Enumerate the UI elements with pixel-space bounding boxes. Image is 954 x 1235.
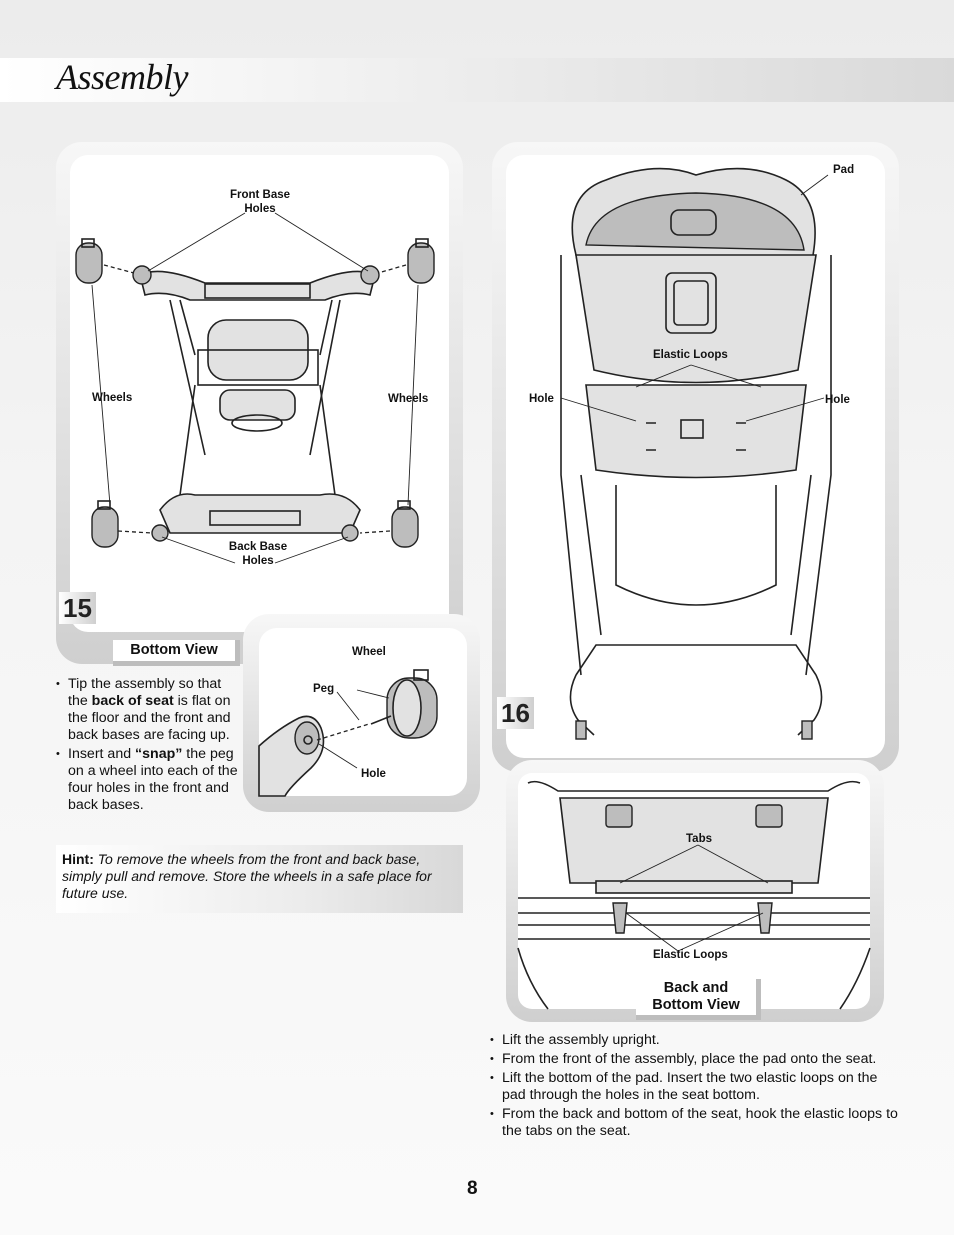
step15-number: 15 <box>59 592 96 624</box>
step15-bullet-2: Insert and “snap” the peg on a wheel int… <box>56 746 242 814</box>
pad-label: Pad <box>833 164 855 176</box>
header-band <box>0 58 954 102</box>
page-title: Assembly <box>56 57 188 97</box>
hole-left-label: Hole <box>529 393 554 405</box>
elastic-loops-label: Elastic Loops <box>653 349 728 361</box>
front-base-holes-label: Front Base Holes <box>229 189 291 215</box>
step16-bullet-1: Lift the assembly upright. <box>490 1032 900 1049</box>
hole-label: Hole <box>361 768 386 780</box>
bottom-elastic-loops-label: Elastic Loops <box>653 949 728 961</box>
wheels-right-label: Wheels <box>388 393 429 405</box>
step16-bullet-4: From the back and bottom of the seat, ho… <box>490 1106 900 1140</box>
step15-instructions: Tip the assembly so that the back of sea… <box>56 676 242 816</box>
step16-number: 16 <box>497 697 534 729</box>
tabs-label: Tabs <box>686 833 712 845</box>
wheels-left-label: Wheels <box>92 392 133 404</box>
step15-bullet-1: Tip the assembly so that the back of sea… <box>56 676 242 744</box>
step16-instructions: Lift the assembly upright. From the fron… <box>490 1032 900 1142</box>
bottom-view-label: Bottom View <box>113 640 240 666</box>
wheel-detail-illustration <box>258 669 438 797</box>
step16-bullet-2: From the front of the assembly, place th… <box>490 1051 900 1068</box>
peg-label: Peg <box>313 683 335 695</box>
hint-box: Hint: To remove the wheels from the fron… <box>56 845 463 913</box>
hint-label: Hint: <box>62 851 94 867</box>
back-bottom-view-illustration <box>517 780 871 1010</box>
hint-text: To remove the wheels from the front and … <box>62 851 432 901</box>
wheel-label: Wheel <box>352 646 386 658</box>
page-number: 8 <box>467 1178 478 1199</box>
back-and-bottom-view-label: Back and Bottom View <box>636 979 761 1020</box>
back-base-holes-label: Back Base Holes <box>228 541 288 567</box>
hole-right-label: Hole <box>825 394 850 406</box>
step16-illustration <box>560 167 832 740</box>
step15-illustration <box>75 212 435 564</box>
step16-bullet-3: Lift the bottom of the pad. Insert the t… <box>490 1070 900 1104</box>
